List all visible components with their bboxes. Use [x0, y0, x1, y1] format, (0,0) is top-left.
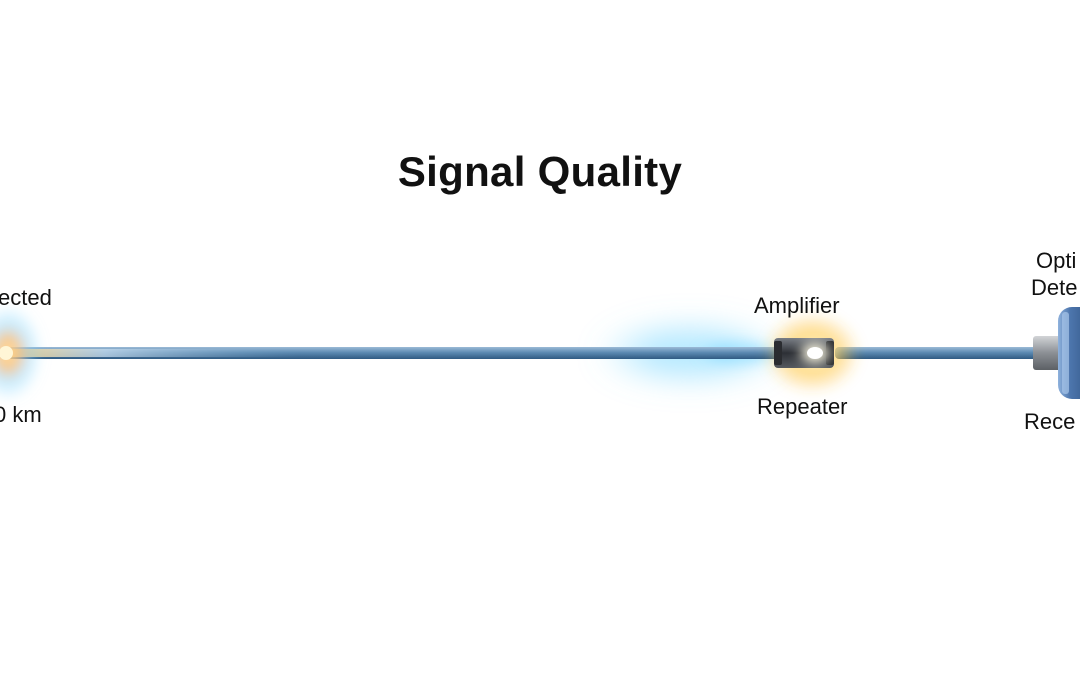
source-label-bottom: 0 km [0, 402, 42, 427]
detector-connector [1033, 336, 1063, 370]
source-core [0, 346, 13, 360]
amplifier-light-core [807, 347, 823, 359]
amplifier-cap-left [774, 341, 782, 365]
signal-noise-section [0, 349, 300, 357]
detector-highlight [1062, 312, 1069, 394]
fiber-segment-2 [835, 347, 1040, 359]
source-label-top: ected [0, 285, 52, 310]
amplifier-cap-right [826, 341, 834, 365]
amplifier-label: Amplifier [754, 293, 840, 318]
source-glow [0, 305, 42, 401]
receiver-label: Rece [1024, 409, 1076, 434]
diagram-title: Signal Quality [397, 148, 683, 195]
repeater-label: Repeater [757, 394, 848, 419]
detector-label-line-1: Opti [1036, 248, 1077, 273]
detector-label-line-2: Dete [1031, 275, 1078, 300]
